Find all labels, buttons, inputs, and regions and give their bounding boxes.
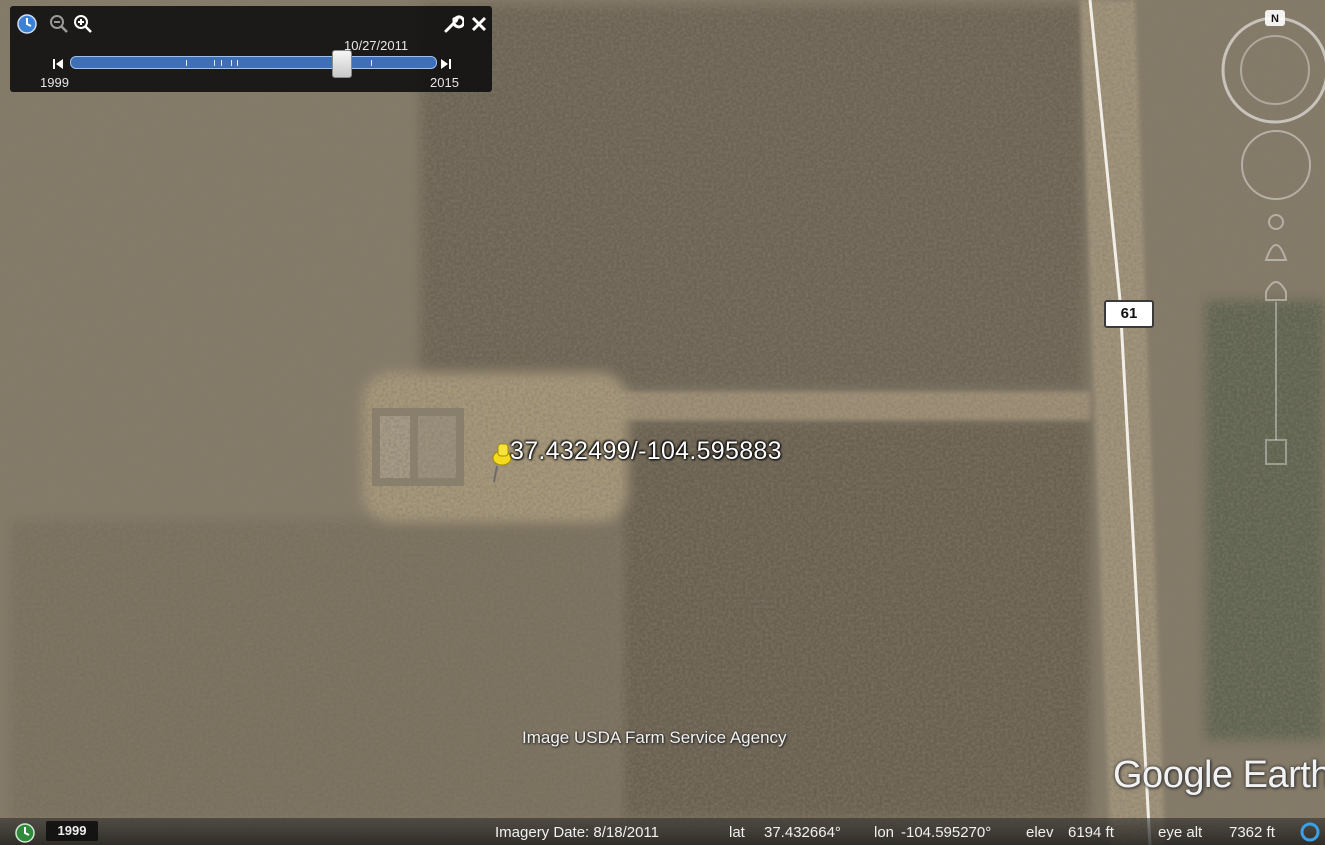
end-year: 2015 — [430, 75, 459, 90]
navigation-controls: N — [1221, 10, 1325, 465]
street-view-pegman-icon[interactable] — [1264, 214, 1288, 261]
clock-icon[interactable] — [16, 13, 38, 35]
elev-value: 6194 ft — [1068, 824, 1114, 841]
lon-value: -104.595270° — [901, 824, 992, 841]
placemark-label[interactable]: 37.432499/-104.595883 — [510, 437, 782, 465]
compass-ring[interactable]: N — [1221, 10, 1325, 124]
lat-label: lat — [729, 824, 745, 841]
pushpin-icon[interactable] — [488, 440, 516, 484]
elev-label: elev — [1026, 824, 1054, 841]
route-61-shield: 61 — [1104, 300, 1154, 328]
imagery-year-badge[interactable]: 1999 — [46, 821, 98, 841]
zoom-out-icon[interactable] — [48, 13, 70, 35]
close-icon[interactable] — [468, 13, 490, 35]
imagery-attribution: Image USDA Farm Service Agency — [522, 728, 787, 747]
eye-alt-label: eye alt — [1158, 824, 1203, 841]
zoom-slider[interactable] — [1265, 281, 1287, 465]
historical-imagery-clock-icon[interactable] — [14, 822, 36, 844]
status-bar: 1999 Imagery Date: 8/18/2011 lat 37.4326… — [0, 818, 1325, 845]
eye-alt-value: 7362 ft — [1229, 824, 1275, 841]
north-label: N — [1271, 13, 1279, 25]
imagery-date: Imagery Date: 8/18/2011 — [495, 824, 659, 841]
google-earth-watermark: Google Earth — [1113, 754, 1325, 796]
time-slider-thumb[interactable] — [331, 50, 352, 78]
zoom-in-icon[interactable] — [72, 13, 94, 35]
step-forward-icon[interactable] — [440, 58, 452, 70]
time-slider-track[interactable] — [70, 56, 437, 69]
wrench-icon[interactable] — [442, 13, 464, 35]
start-year: 1999 — [40, 75, 69, 90]
streaming-globe-icon — [1300, 822, 1320, 842]
step-back-icon[interactable] — [52, 58, 64, 70]
lat-value: 37.432664° — [764, 824, 841, 841]
selected-date: 10/27/2011 — [344, 38, 409, 53]
look-joystick[interactable] — [1241, 130, 1311, 200]
historical-imagery-panel: 10/27/2011 1999 2015 — [10, 6, 492, 92]
lon-label: lon — [874, 824, 895, 841]
